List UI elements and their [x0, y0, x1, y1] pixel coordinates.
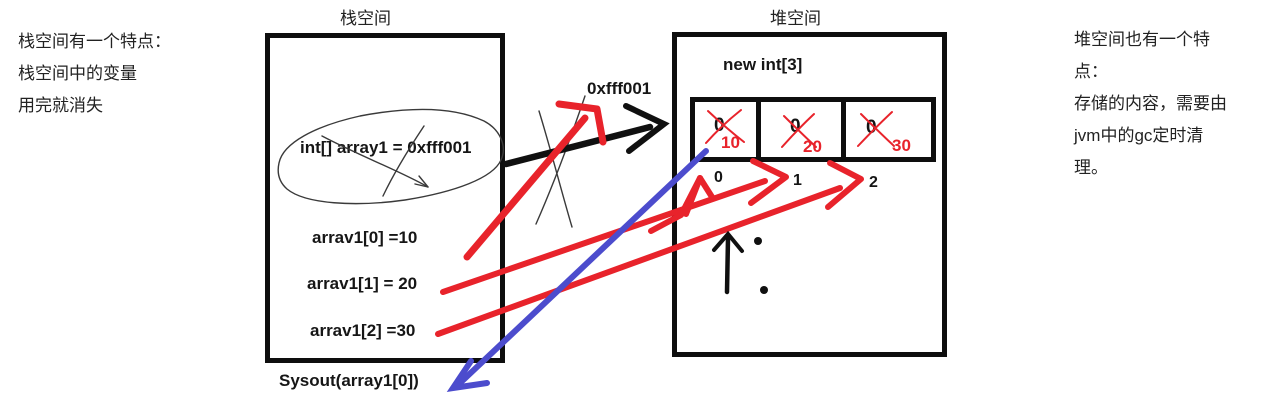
stack-box [265, 33, 505, 363]
sysout-statement: Sysout(array1[0]) [279, 371, 419, 390]
cell-2-old-value: 0 [866, 117, 877, 138]
cell-divider [841, 100, 846, 159]
stack-note-line: 用完就消失 [18, 96, 103, 115]
heap-note-line: 点： [1074, 62, 1108, 81]
heap-box [672, 32, 947, 357]
cell-1-new-value: 20 [803, 137, 822, 156]
array-cells-box [690, 97, 936, 162]
cell-2-index-label: 2 [869, 174, 878, 191]
array-allocation-label: new int[3] [723, 55, 803, 74]
heap-note-line: 理。 [1074, 158, 1108, 177]
assignment-2: arrav1[2] =30 [310, 321, 416, 340]
cell-1-index-label: 1 [793, 172, 802, 189]
assignment-1: arrav1[1] = 20 [307, 274, 418, 293]
cell-1-old-value: 0 [790, 116, 801, 137]
cell-divider [756, 100, 761, 159]
heap-title: 堆空间 [770, 9, 821, 28]
heap-note-line: 堆空间也有一个特 [1074, 30, 1210, 49]
assignment-0: arrav1[0] =10 [312, 228, 418, 247]
heap-note-line: jvm中的gc定时清 [1074, 126, 1204, 145]
array-variable-declaration: int[] array1 = 0xfff001 [300, 138, 472, 157]
heap-note: 堆空间也有一个特 点： 存储的内容，需要由 jvm中的gc定时清 理。 [1074, 24, 1274, 184]
black-pointer-arrow [502, 103, 670, 168]
stack-note-line: 栈空间中的变量 [18, 64, 137, 83]
stack-note: 栈空间有一个特点： 栈空间中的变量 用完就消失 [18, 26, 171, 122]
pointer-address-label: 0xfff001 [587, 79, 652, 98]
stack-title: 栈空间 [340, 9, 391, 28]
crossed-out-x-scribble [535, 95, 586, 228]
cell-0-index-label: 0 [714, 169, 723, 186]
heap-note-line: 存储的内容，需要由 [1074, 94, 1227, 113]
cell-0-new-value: 10 [721, 133, 740, 152]
cell-2-new-value: 30 [892, 136, 911, 155]
stack-note-line: 栈空间有一个特点： [18, 32, 171, 51]
